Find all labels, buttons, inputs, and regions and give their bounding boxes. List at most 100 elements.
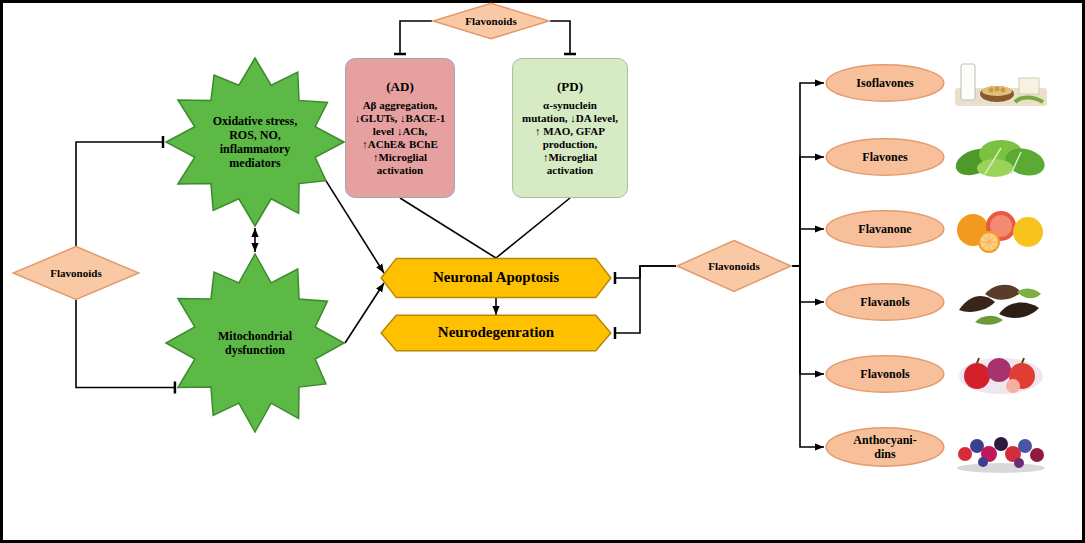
berries-food-picture-part [957, 463, 1045, 473]
berries-food-picture-part [1018, 439, 1032, 453]
link-line [400, 198, 496, 258]
arrow-connector [495, 298, 497, 315]
ellipse-shape [826, 139, 944, 175]
process-hexagon: Neurodegenration [380, 315, 612, 351]
flavonoid-class-ellipse: Flavanols [825, 283, 945, 321]
fruit-food-picture-part [964, 363, 990, 389]
greens-food-picture [952, 140, 1048, 180]
fruit-food-picture-part [977, 358, 1024, 363]
tea-food-picture-part [985, 285, 1021, 300]
text-holder: Flavonols [847, 367, 923, 381]
soy-food-picture-part [1015, 98, 1043, 103]
soy-food-picture-part [982, 86, 1012, 96]
ellipse-shape [826, 428, 944, 466]
arrow-connector [792, 266, 824, 302]
label-text: Oxidative stress, ROS, NO, inflammatory … [210, 114, 300, 171]
ellipse-shape [826, 211, 944, 247]
burst-shape [166, 58, 344, 226]
label-text: Mitochondrial dysfunction [210, 329, 300, 357]
diamond-shape [433, 3, 549, 38]
fruit-food-picture-part [1006, 379, 1020, 393]
citrus-food-picture-part [979, 232, 999, 252]
arrow-connector [792, 266, 824, 447]
soy-food-picture [955, 64, 1047, 106]
label-text: Aβ aggregation, ↓GLUTs, ↓BACE-1 level ↓A… [352, 99, 448, 177]
arrow-connector [792, 266, 824, 374]
flavonoid-diamond: Flavonoids [12, 246, 140, 300]
ellipse-shape [826, 65, 944, 101]
flavonoid-class-ellipse: Flavones [825, 138, 945, 176]
inhibition-connector [615, 266, 676, 278]
stress-starburst: Oxidative stress, ROS, NO, inflammatory … [166, 58, 344, 226]
flavonoid-class-ellipse: Anthocyani- dins [825, 427, 945, 467]
process-hexagon: Neuronal Apoptosis [380, 258, 612, 298]
hex-shape [381, 258, 611, 297]
greens-food-picture-part [985, 148, 1021, 174]
burst-shape [166, 254, 344, 432]
inhibition-connector [550, 21, 570, 54]
ellipse-shape [826, 284, 944, 320]
berries-food-picture-part [994, 437, 1008, 451]
inhibition-connector [615, 266, 676, 333]
text-holder: (AD) Aβ aggregation, ↓GLUTs, ↓BACE-1 leve… [352, 79, 448, 176]
flavonoid-diamond: Flavonoids [432, 3, 550, 39]
tea-food-picture-part [959, 296, 995, 312]
tea-food-picture [959, 285, 1041, 325]
soy-food-picture-part [1001, 88, 1006, 93]
soy-food-picture-part [961, 64, 975, 100]
label-text: Flavonoids [700, 260, 768, 273]
text-holder: Anthocyani- dins [847, 433, 923, 461]
connector-group [76, 21, 824, 447]
disease-box: (AD) Aβ aggregation, ↓GLUTs, ↓BACE-1 leve… [345, 58, 455, 198]
berries-food-picture-part [1014, 458, 1024, 468]
soy-food-picture-part [989, 88, 994, 93]
stress-starburst: Mitochondrial dysfunction [166, 254, 344, 432]
soy-food-picture-part [980, 86, 1014, 102]
arrow-connector [792, 157, 824, 266]
berries-food-picture-part [978, 457, 988, 467]
label-text: Flavonoids [456, 15, 526, 28]
greens-food-picture-part [977, 159, 1013, 177]
arrow-connector [792, 83, 824, 266]
text-holder: Isoflavones [847, 76, 923, 90]
heading-text: (AD) [352, 79, 448, 94]
link-line [496, 198, 570, 258]
flavonoid-class-ellipse: Flavonols [825, 355, 945, 393]
text-holder: Oxidative stress, ROS, NO, inflammatory … [210, 114, 300, 171]
text-holder: Flavonoids [700, 260, 768, 273]
label-text: Neurodegenration [400, 324, 592, 342]
fruit-food-picture [959, 358, 1043, 394]
text-holder: Neuronal Apoptosis [400, 269, 592, 287]
greens-food-picture-part [1002, 144, 1047, 179]
text-holder: Neurodegenration [400, 324, 592, 342]
label-text: Flavonols [847, 367, 923, 381]
arrow-connector [345, 283, 384, 343]
arrow-connector [792, 229, 824, 266]
label-text: Anthocyani- dins [847, 433, 923, 461]
diamond-shape [677, 241, 791, 292]
label-text: Flavones [847, 150, 923, 164]
berries-food-picture-part [958, 447, 972, 461]
text-holder: Flavonoids [36, 267, 116, 280]
flavonoid-class-ellipse: Isoflavones [825, 64, 945, 102]
inhibition-connector [76, 142, 163, 246]
tea-food-picture-part [999, 303, 1039, 318]
label-text: Flavanols [847, 295, 923, 309]
flavonoid-class-ellipse: Flavanone [825, 210, 945, 248]
citrus-food-picture-part [1013, 217, 1043, 247]
text-holder: Flavanols [847, 295, 923, 309]
fruit-food-picture-part [987, 358, 1011, 382]
hex-shape [381, 315, 611, 350]
flavonoid-diamond: Flavonoids [676, 240, 792, 292]
berries-food-picture-part [1030, 448, 1044, 462]
soy-food-picture-part [1019, 78, 1039, 94]
inhibition-connector [76, 300, 175, 388]
citrus-food-picture-part [979, 232, 999, 252]
fruit-food-picture-part [959, 358, 1043, 394]
label-text: Neuronal Apoptosis [400, 269, 592, 287]
label-text: α-synuclein mutation, ↓DA level, ↑ MAO, … [519, 99, 621, 177]
label-text: Isoflavones [847, 76, 923, 90]
ellipse-shape [826, 356, 944, 392]
